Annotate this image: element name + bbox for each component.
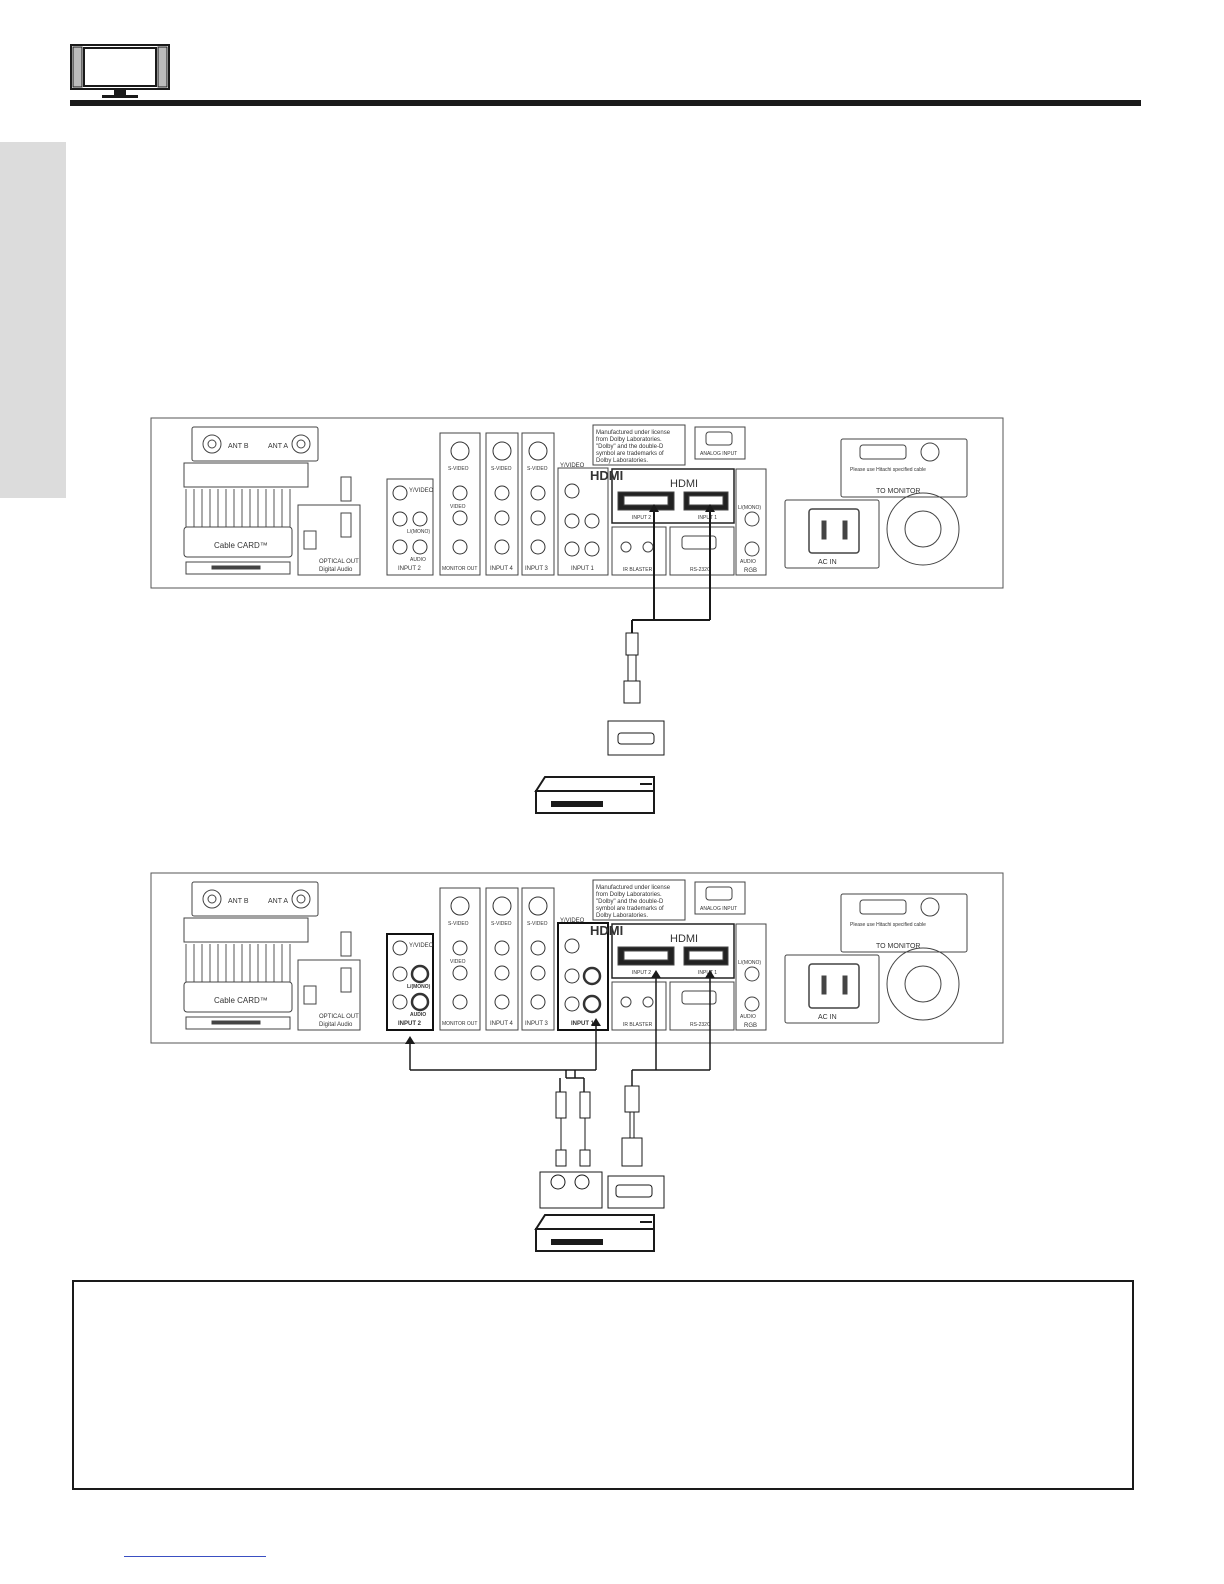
rs232c-label: RS-232C xyxy=(690,567,711,573)
hdmi-input1-label-2: INPUT 1 xyxy=(698,970,717,976)
dolby-line-5-2: Dolby Laboratories. xyxy=(596,913,648,919)
lmono-label-2: L/(MONO) xyxy=(407,984,431,990)
ant-b-label: ANT B xyxy=(228,443,249,450)
input2-label-2: INPUT 2 xyxy=(398,1021,422,1027)
dolby-line-4: symbol are trademarks of xyxy=(596,451,664,457)
svideo-label-mon-2: S-VIDEO xyxy=(448,921,469,927)
footer-link-underline[interactable] xyxy=(124,1556,266,1557)
dvd-player-icon-2 xyxy=(534,1214,655,1252)
hdmi-label-2: HDMI xyxy=(670,933,698,945)
dolby-line-2: from Dolby Laboratories. xyxy=(596,437,662,443)
hdmi-input1-label: INPUT 1 xyxy=(698,515,717,521)
hdmi-input2-label: INPUT 2 xyxy=(632,515,651,521)
svideo-label-in4-2: S-VIDEO xyxy=(491,921,512,927)
video-label-mon: VIDEO xyxy=(450,504,466,510)
audio-label-2: AUDIO xyxy=(410,1012,426,1018)
to-monitor-label-2: TO MONITOR xyxy=(876,943,920,950)
ir-blaster-label-2: IR BLASTER xyxy=(623,1022,653,1028)
monitor-out-label: MONITOR OUT xyxy=(442,566,477,572)
input3-label: INPUT 3 xyxy=(525,566,549,572)
cablecard-label-2: Cable CARD™ xyxy=(214,996,268,1005)
header-rule xyxy=(70,100,1141,106)
input1-label: INPUT 1 xyxy=(571,566,595,572)
svideo-label-in3-2: S-VIDEO xyxy=(527,921,548,927)
rgb-lmono-label-2: L/(MONO) xyxy=(738,960,761,966)
monitor-note-label-2: Please use Hitachi specified cable xyxy=(850,922,926,928)
analog-input-label-2: ANALOG INPUT xyxy=(700,906,737,912)
ir-blaster-label: IR BLASTER xyxy=(623,567,653,573)
rgb-label-2: RGB xyxy=(744,1023,757,1029)
digital-audio-label-2: Digital Audio xyxy=(319,1022,353,1028)
side-tab xyxy=(0,142,66,498)
yvideo-label-in1: Y/VIDEO xyxy=(560,463,585,469)
tv-rear-panel xyxy=(150,417,1004,589)
dvd-player-icon xyxy=(534,776,655,814)
yvideo-label: Y/VIDEO xyxy=(409,488,434,494)
svideo-label-in3: S-VIDEO xyxy=(527,466,548,472)
analog-input-label: ANALOG INPUT xyxy=(700,451,737,457)
ant-a-label: ANT A xyxy=(268,443,288,450)
monitor-note-label: Please use Hitachi specified cable xyxy=(850,467,926,473)
lmono-label: L/(MONO) xyxy=(407,529,430,535)
dolby-line-2-2: from Dolby Laboratories. xyxy=(596,892,662,898)
dolby-line-4-2: symbol are trademarks of xyxy=(596,906,664,912)
rgb-label: RGB xyxy=(744,568,757,574)
cablecard-label: Cable CARD™ xyxy=(214,541,268,550)
rgb-lmono-label: L/(MONO) xyxy=(738,505,761,511)
to-monitor-label: TO MONITOR xyxy=(876,488,920,495)
input4-label: INPUT 4 xyxy=(490,566,514,572)
svideo-label-in4: S-VIDEO xyxy=(491,466,512,472)
hdmi-logo-2: HDMI xyxy=(590,923,623,938)
audio-label: AUDIO xyxy=(410,557,426,563)
input2-label: INPUT 2 xyxy=(398,566,422,572)
video-label-mon-2: VIDEO xyxy=(450,959,466,965)
tv-monitor-icon xyxy=(70,44,170,98)
ant-a-label-2: ANT A xyxy=(268,898,288,905)
input1-label-2: INPUT 1 xyxy=(571,1021,595,1027)
hdmi-logo: HDMI xyxy=(590,468,623,483)
dolby-line-3: "Dolby" and the double-D xyxy=(596,444,664,450)
dolby-line-5: Dolby Laboratories. xyxy=(596,458,648,464)
rgb-audio-label-2: AUDIO xyxy=(740,1014,756,1020)
ant-b-label-2: ANT B xyxy=(228,898,249,905)
yvideo-label-in1-2: Y/VIDEO xyxy=(560,918,585,924)
monitor-out-label-2: MONITOR OUT xyxy=(442,1021,477,1027)
hdmi-connection-diagram: ANT B ANT A Cable CARD™ OPTICAL OUT Digi… xyxy=(150,417,1004,814)
dvi-connection-diagram: ANT B ANT A Cable CARD™ OPTICAL OUT Digi… xyxy=(150,872,1004,1252)
dolby-line-1-2: Manufactured under license xyxy=(596,885,671,891)
dolby-line-1: Manufactured under license xyxy=(596,430,671,436)
tv-rear-panel-2 xyxy=(150,872,1004,1044)
dolby-line-3-2: "Dolby" and the double-D xyxy=(596,899,664,905)
input3-label-2: INPUT 3 xyxy=(525,1021,549,1027)
rs232c-label-2: RS-232C xyxy=(690,1022,711,1028)
ac-in-label: AC IN xyxy=(818,559,837,566)
hdmi-label: HDMI xyxy=(670,478,698,490)
svideo-label-mon: S-VIDEO xyxy=(448,466,469,472)
hdmi-input2-label-2: INPUT 2 xyxy=(632,970,651,976)
ac-in-label-2: AC IN xyxy=(818,1014,837,1021)
digital-audio-label: Digital Audio xyxy=(319,567,353,573)
yvideo-label-2: Y/VIDEO xyxy=(409,943,434,949)
note-box xyxy=(72,1280,1134,1490)
input4-label-2: INPUT 4 xyxy=(490,1021,514,1027)
optical-out-label-2: OPTICAL OUT xyxy=(319,1014,359,1020)
rgb-audio-label: AUDIO xyxy=(740,559,756,565)
optical-out-label: OPTICAL OUT xyxy=(319,559,359,565)
